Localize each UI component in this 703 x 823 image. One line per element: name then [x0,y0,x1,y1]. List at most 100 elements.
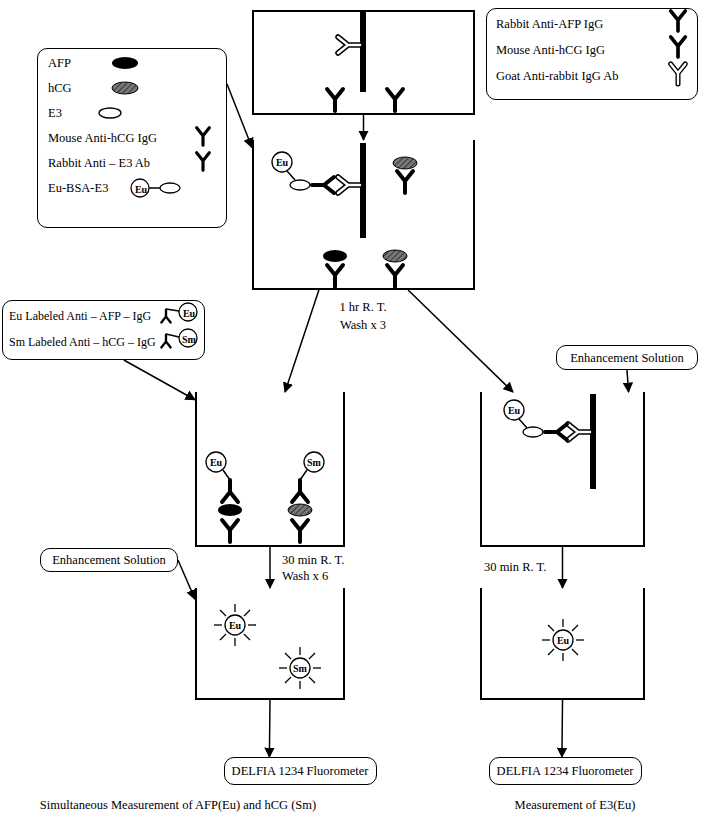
labeled-antibody-box: Eu Labeled Anti – AFP – IgG Eu Sm Labeled … [2,300,205,360]
labeled-antibody-icons-part [161,310,170,323]
fluorescence-stars-part [214,604,256,646]
reagent-icons-part [99,108,121,118]
labeled-antibody-icons-part [166,334,179,337]
flow-arrow [269,700,271,757]
flow-arrow [627,370,629,392]
well-c-contents-part [300,470,307,480]
legend-icons [671,11,686,84]
reagent-icons-part [112,82,138,94]
reaction-well [252,10,475,115]
well-c-contents-part [206,452,226,472]
label-tag: Eu [183,308,195,319]
flow-arrow [227,84,252,148]
reaction-well: Eu [480,392,645,547]
labeled-antibody-icons-part [179,329,197,347]
label-tag: Sm [293,663,307,674]
well-b-contents-part [272,152,292,172]
fluorescence-stars-part [542,619,584,661]
flow-arrow [363,115,365,140]
step-note: 30 min R. T. [484,560,546,575]
well-c-contents-part [222,480,238,502]
labeled-antibody-icons-part [166,309,179,311]
well-c-contents-part [288,504,312,516]
reaction-well: Eu [480,588,645,700]
well-b-contents [272,143,417,287]
node-text: Eu-BSA-E3 [48,181,108,196]
reaction-well: EuSm [195,588,345,700]
flow-arrow [408,290,513,392]
node-text: Mouse Anti-hCG IgG [496,43,605,58]
well-wall [481,588,644,699]
well-a-contents-part [387,89,403,111]
step-note: Wash x 3 [340,318,386,333]
well-c-contents-part [304,452,324,472]
well-d-contents-part [568,424,590,440]
labeled-antibody-icons-part [161,335,170,348]
label-tag: Eu [210,457,222,468]
reagent-icons-part [197,153,210,170]
label-tag: Sm [182,334,196,345]
well-outline [480,392,645,547]
legend-icons-part [671,11,686,31]
well-wall [196,392,344,546]
legend-icons-part [671,64,686,84]
well-a-contents [327,12,403,111]
flow-arrow [124,360,195,400]
label-tag: Eu [508,405,520,416]
well-wall [252,10,475,114]
well-b-contents-part [360,143,366,238]
well-c-contents-part [292,520,308,542]
well-a-contents-part [327,89,343,111]
reagent-box: Enhancement Solution [40,548,178,572]
well-b-contents-part [338,177,360,193]
well-b-contents-part [327,265,343,287]
flow-arrow [269,547,271,588]
well-b-contents-part [393,157,417,169]
well-c-contents-part [222,520,238,542]
node-text: DELFIA 1234 Fluorometer [232,764,369,779]
well-outline [195,392,345,547]
labeled-antibody-icons [161,303,197,347]
label-tag: Eu [229,620,241,631]
step-note: Wash x 6 [282,569,328,584]
well-b-contents-part [387,265,403,287]
node-text: Goat Anti-rabbit IgG Ab [496,69,619,84]
well-wall [253,140,474,289]
well-b-contents-part [323,250,347,262]
well-a-contents-part [338,37,360,53]
instrument-box: DELFIA 1234 Fluorometer [489,757,642,785]
reagent-box: Enhancement Solution [556,345,698,370]
reagent-icons-part [160,183,180,193]
reagent-icons-part [149,187,160,189]
node-text: Enhancement Solution [570,350,684,365]
reagent-box: AFPhCGE3Mouse Anti-hCG IgGRabbit Anti – … [37,48,227,228]
label-tag: Eu [276,157,288,168]
well-d-contents-part [519,419,527,428]
well-d-contents-part [545,424,567,440]
fluorescence-stars [214,604,584,689]
well-b-contents-part [290,180,310,190]
node-text: Enhancement Solution [52,553,166,568]
node-text: Eu Labeled Anti – AFP – IgG [9,309,151,324]
legend-icons-part [671,37,686,57]
legend-box: Rabbit Anti-AFP IgG Mouse Anti-hCG IgG Goa… [486,8,698,100]
node-text: Rabbit Anti-AFP IgG [496,17,603,32]
node-text: Mouse Anti-hCG IgG [48,131,157,146]
caption-text: Measurement of E3(Eu) [515,798,636,813]
labeled-antibody-icons-part [179,303,197,321]
node-text: Sm Labeled Anti – hCG – IgG [9,335,156,350]
fluorescence-stars-part [279,647,321,689]
well-b-contents-part [397,171,413,193]
well-a-contents-part [360,12,366,92]
label-tag: Eu [557,635,569,646]
step-note: 30 min R. T. [282,553,344,568]
reagent-icons-part [197,128,210,145]
well-outline [195,588,345,700]
node-text: AFP [48,56,71,71]
reagent-icons-part [131,179,149,197]
well-outline [252,10,475,115]
flow-arrow [178,560,195,599]
reagent-icons [99,57,209,197]
label-tag: Sm [307,457,321,468]
